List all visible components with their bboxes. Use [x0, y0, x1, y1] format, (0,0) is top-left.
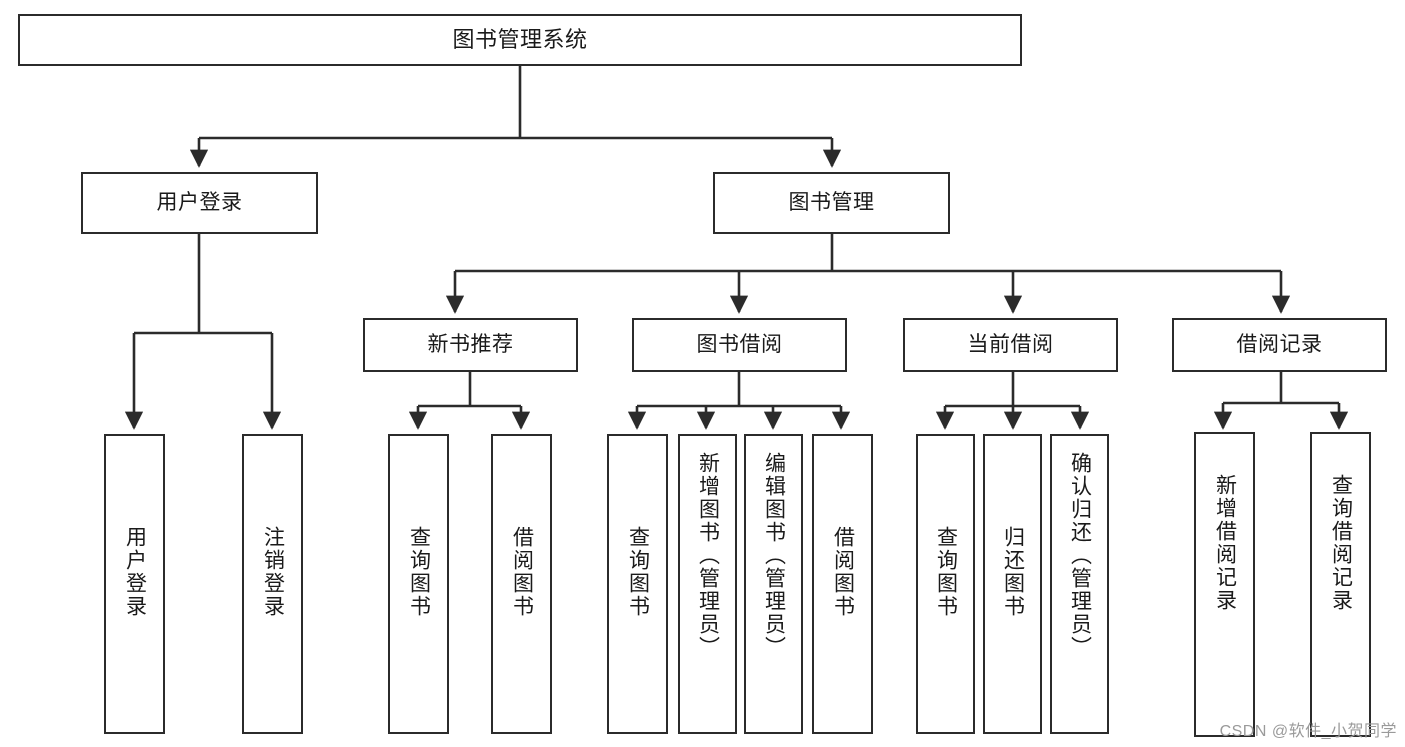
node-user-login[interactable]: 用户登录 — [81, 172, 318, 234]
node-borrow-record-label: 借阅记录 — [1236, 332, 1323, 356]
node-leaf-add-book[interactable]: 新增图书（管理员） — [678, 434, 737, 734]
node-leaf-user-login[interactable]: 用户登录 — [104, 434, 165, 734]
node-leaf-confirm-return[interactable]: 确认归还（管理员） — [1050, 434, 1109, 734]
node-leaf-query-book-3[interactable]: 查询图书 — [916, 434, 975, 734]
node-book-manage[interactable]: 图书管理 — [713, 172, 950, 234]
node-leaf-add-record[interactable]: 新增借阅记录 — [1194, 432, 1255, 737]
node-leaf-logout-login-label: 注销登录 — [261, 526, 285, 618]
node-leaf-edit-book[interactable]: 编辑图书（管理员） — [744, 434, 803, 734]
node-leaf-borrow-book-1[interactable]: 借阅图书 — [491, 434, 552, 734]
node-leaf-borrow-book-1-label: 借阅图书 — [510, 526, 534, 618]
node-book-manage-label: 图书管理 — [788, 190, 875, 214]
node-book-borrow-label: 图书借阅 — [696, 332, 783, 356]
node-leaf-confirm-return-label: 确认归还（管理员） — [1068, 452, 1092, 659]
node-leaf-add-record-label: 新增借阅记录 — [1213, 474, 1237, 612]
node-leaf-query-book-2-label: 查询图书 — [626, 526, 650, 618]
node-current-borrow-label: 当前借阅 — [967, 332, 1054, 356]
node-new-book-recommend-label: 新书推荐 — [427, 332, 514, 356]
watermark-credit: CSDN @软件_小贺同学 — [1219, 723, 1397, 740]
node-root[interactable]: 图书管理系统 — [18, 14, 1022, 66]
node-leaf-user-login-label: 用户登录 — [123, 526, 147, 618]
node-borrow-record[interactable]: 借阅记录 — [1172, 318, 1387, 372]
node-leaf-add-book-label: 新增图书（管理员） — [696, 452, 720, 659]
node-root-label: 图书管理系统 — [452, 27, 588, 53]
node-leaf-borrow-book-2-label: 借阅图书 — [831, 526, 855, 618]
node-leaf-query-record-label: 查询借阅记录 — [1329, 474, 1353, 612]
node-leaf-query-book-3-label: 查询图书 — [934, 526, 958, 618]
node-book-borrow[interactable]: 图书借阅 — [632, 318, 847, 372]
node-leaf-return-book[interactable]: 归还图书 — [983, 434, 1042, 734]
node-leaf-query-book-2[interactable]: 查询图书 — [607, 434, 668, 734]
node-leaf-query-record[interactable]: 查询借阅记录 — [1310, 432, 1371, 737]
node-new-book-recommend[interactable]: 新书推荐 — [363, 318, 578, 372]
node-leaf-edit-book-label: 编辑图书（管理员） — [762, 452, 786, 659]
node-leaf-query-book-1-label: 查询图书 — [407, 526, 431, 618]
node-leaf-query-book-1[interactable]: 查询图书 — [388, 434, 449, 734]
node-current-borrow[interactable]: 当前借阅 — [903, 318, 1118, 372]
node-user-login-label: 用户登录 — [156, 190, 243, 214]
node-leaf-return-book-label: 归还图书 — [1001, 526, 1025, 618]
node-leaf-borrow-book-2[interactable]: 借阅图书 — [812, 434, 873, 734]
node-leaf-logout-login[interactable]: 注销登录 — [242, 434, 303, 734]
